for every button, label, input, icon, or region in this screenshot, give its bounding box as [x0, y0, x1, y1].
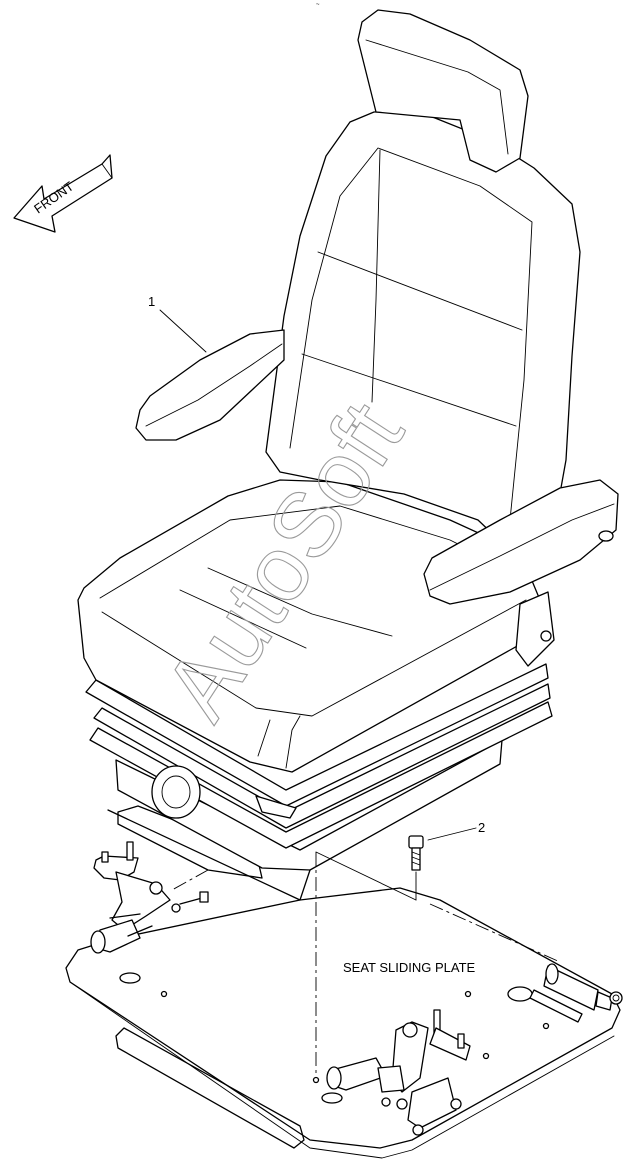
callout-2: 2 [427, 820, 485, 841]
suspension-base [85, 663, 553, 901]
plate-label: SEAT SLIDING PLATE [343, 960, 476, 975]
right-armrest [423, 479, 619, 667]
left-armrest [135, 329, 285, 441]
callout-1-label: 1 [148, 294, 155, 309]
right-rear-lock [529, 963, 623, 1023]
bolt [408, 835, 424, 871]
seat-sliding-plate: SEAT SLIDING PLATE [65, 887, 621, 1159]
backrest [265, 9, 581, 561]
top-mark: ~ [316, 2, 320, 8]
assembly-lines [171, 851, 561, 1078]
callout-2-label: 2 [478, 820, 485, 835]
callout-1: 1 [148, 294, 207, 353]
front-arrow: FRONT [13, 154, 113, 233]
right-lock-assembly [326, 1009, 471, 1136]
left-lock-assembly [90, 841, 209, 954]
